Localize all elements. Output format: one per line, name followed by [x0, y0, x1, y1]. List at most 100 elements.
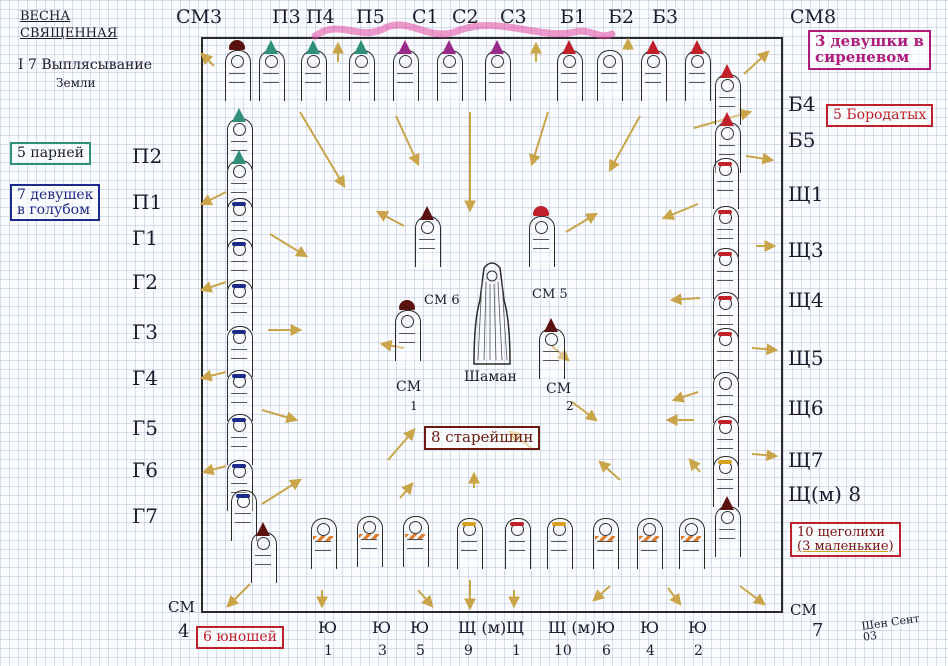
dancer-figure	[484, 40, 510, 100]
dancer-figure	[250, 522, 276, 582]
sm2-label: СМ	[546, 382, 571, 396]
corner-sm4-num: 4	[178, 623, 189, 641]
left-label: Г5	[132, 418, 158, 438]
left-label: П2	[132, 146, 162, 166]
top-label: П3	[272, 8, 301, 27]
dancer-figure	[456, 508, 482, 568]
bottom-label-top: Ю	[372, 620, 391, 636]
left-label: Г1	[132, 228, 158, 248]
dancer-figure	[546, 508, 572, 568]
right-label: Щ1	[788, 184, 824, 204]
dancer-figure	[556, 40, 582, 100]
sm2-num: 2	[566, 400, 574, 412]
left-label: Г3	[132, 322, 158, 342]
left-label: Г7	[132, 506, 158, 526]
goldfinches-line1: 10 щеголихи	[797, 526, 894, 540]
girls-lilac-group-box: 3 девушки в сиреневом	[808, 30, 931, 70]
top-label: Б1	[560, 8, 586, 27]
girls-blue-line1: 7 девушек	[17, 188, 93, 203]
dancer-figure	[310, 508, 336, 568]
right-label: Б4	[788, 94, 815, 114]
bottom-label-num: 1	[324, 644, 333, 658]
title-line1: ВЕСНА	[20, 10, 70, 23]
dancer-figure	[640, 40, 666, 100]
top-label: Б2	[608, 8, 634, 27]
dancer-figure	[414, 206, 440, 266]
dancer-figure	[592, 508, 618, 568]
right-label: Щ6	[788, 398, 824, 418]
title-line2: СВЯЩЕННАЯ	[20, 27, 117, 40]
scene-line2: Земли	[56, 77, 96, 89]
bottom-label-num: 6	[602, 644, 611, 658]
sm1-num: 1	[410, 400, 418, 412]
dancer-figure	[402, 506, 428, 566]
boys-group-box: 5 парней	[10, 142, 91, 165]
dancer-figure	[714, 496, 740, 556]
shaman-figure	[470, 260, 514, 368]
dancer-figure	[394, 300, 420, 360]
bottom-label-num: 3	[378, 644, 387, 658]
bottom-label-num: 1	[512, 644, 521, 658]
top-label: П5	[356, 8, 385, 27]
right-label: Б5	[788, 130, 815, 150]
bottom-label-top: Щ (м)	[548, 620, 596, 636]
bottom-label-num: 2	[694, 644, 703, 658]
left-label: П1	[132, 192, 162, 212]
girls-blue-group-box: 7 девушек в голубом	[10, 184, 100, 221]
bottom-label-top: Щ (м)	[458, 620, 506, 636]
dancer-figure	[684, 40, 710, 100]
bottom-label-top: Щ	[506, 620, 524, 636]
right-label: Щ7	[788, 450, 824, 470]
top-label: Б3	[652, 8, 678, 27]
bottom-label-num: 4	[646, 644, 655, 658]
sm6-label: СМ 6	[424, 294, 460, 307]
scene-line1: I 7 Выплясывание	[18, 58, 152, 72]
top-label: С2	[452, 8, 479, 27]
corner-sm7-num: 7	[812, 622, 823, 640]
dancer-figure	[224, 40, 250, 100]
bottom-label-top: Ю	[410, 620, 429, 636]
bottom-label-num: 10	[554, 644, 572, 658]
girls-lilac-line2: сиреневом	[815, 50, 924, 66]
girls-blue-line2: в голубом	[17, 203, 93, 218]
dancer-figure	[300, 40, 326, 100]
bottom-label-num: 5	[416, 644, 425, 658]
dancer-figure	[258, 40, 284, 100]
shaman-label: Шаман	[464, 370, 517, 384]
top-label: С3	[500, 8, 527, 27]
dancer-figure	[504, 508, 530, 568]
dancer-figure	[596, 40, 622, 100]
corner-sm7-top: СМ	[790, 603, 817, 618]
left-label: Г6	[132, 460, 158, 480]
top-label: СМ3	[176, 8, 222, 27]
dancer-figure	[348, 40, 374, 100]
corner-sm4-top: СМ	[168, 600, 195, 615]
bottom-label-top: Ю	[318, 620, 337, 636]
elders-box: 8 старейшин	[424, 426, 540, 450]
goldfinches-group-box: 10 щеголихи (3 маленькие)	[790, 522, 901, 557]
youths-group-box: 6 юношей	[196, 626, 284, 649]
top-label: П4	[306, 8, 335, 27]
bearded-group-box: 5 Бородатых	[826, 104, 933, 127]
dancer-figure	[436, 40, 462, 100]
dancer-figure	[538, 318, 564, 378]
right-label: Щ5	[788, 348, 824, 368]
dancer-figure	[392, 40, 418, 100]
bottom-label-top: Ю	[688, 620, 707, 636]
sm5-label: СМ 5	[532, 288, 568, 301]
top-label: С1	[412, 8, 439, 27]
dancer-figure	[636, 508, 662, 568]
goldfinches-line2: (3 маленькие)	[797, 540, 894, 554]
dancer-figure	[356, 506, 382, 566]
dancer-figure	[528, 206, 554, 266]
right-label: Щ4	[788, 290, 824, 310]
left-label: Г2	[132, 272, 158, 292]
dancer-figure	[678, 508, 704, 568]
right-label: Щ(м) 8	[788, 484, 861, 504]
left-label: Г4	[132, 368, 158, 388]
bottom-label-top: Ю	[640, 620, 659, 636]
bottom-label-top: Ю	[596, 620, 615, 636]
right-label: Щ3	[788, 240, 824, 260]
top-label: СМ8	[790, 8, 836, 27]
bottom-label-num: 9	[464, 644, 473, 658]
